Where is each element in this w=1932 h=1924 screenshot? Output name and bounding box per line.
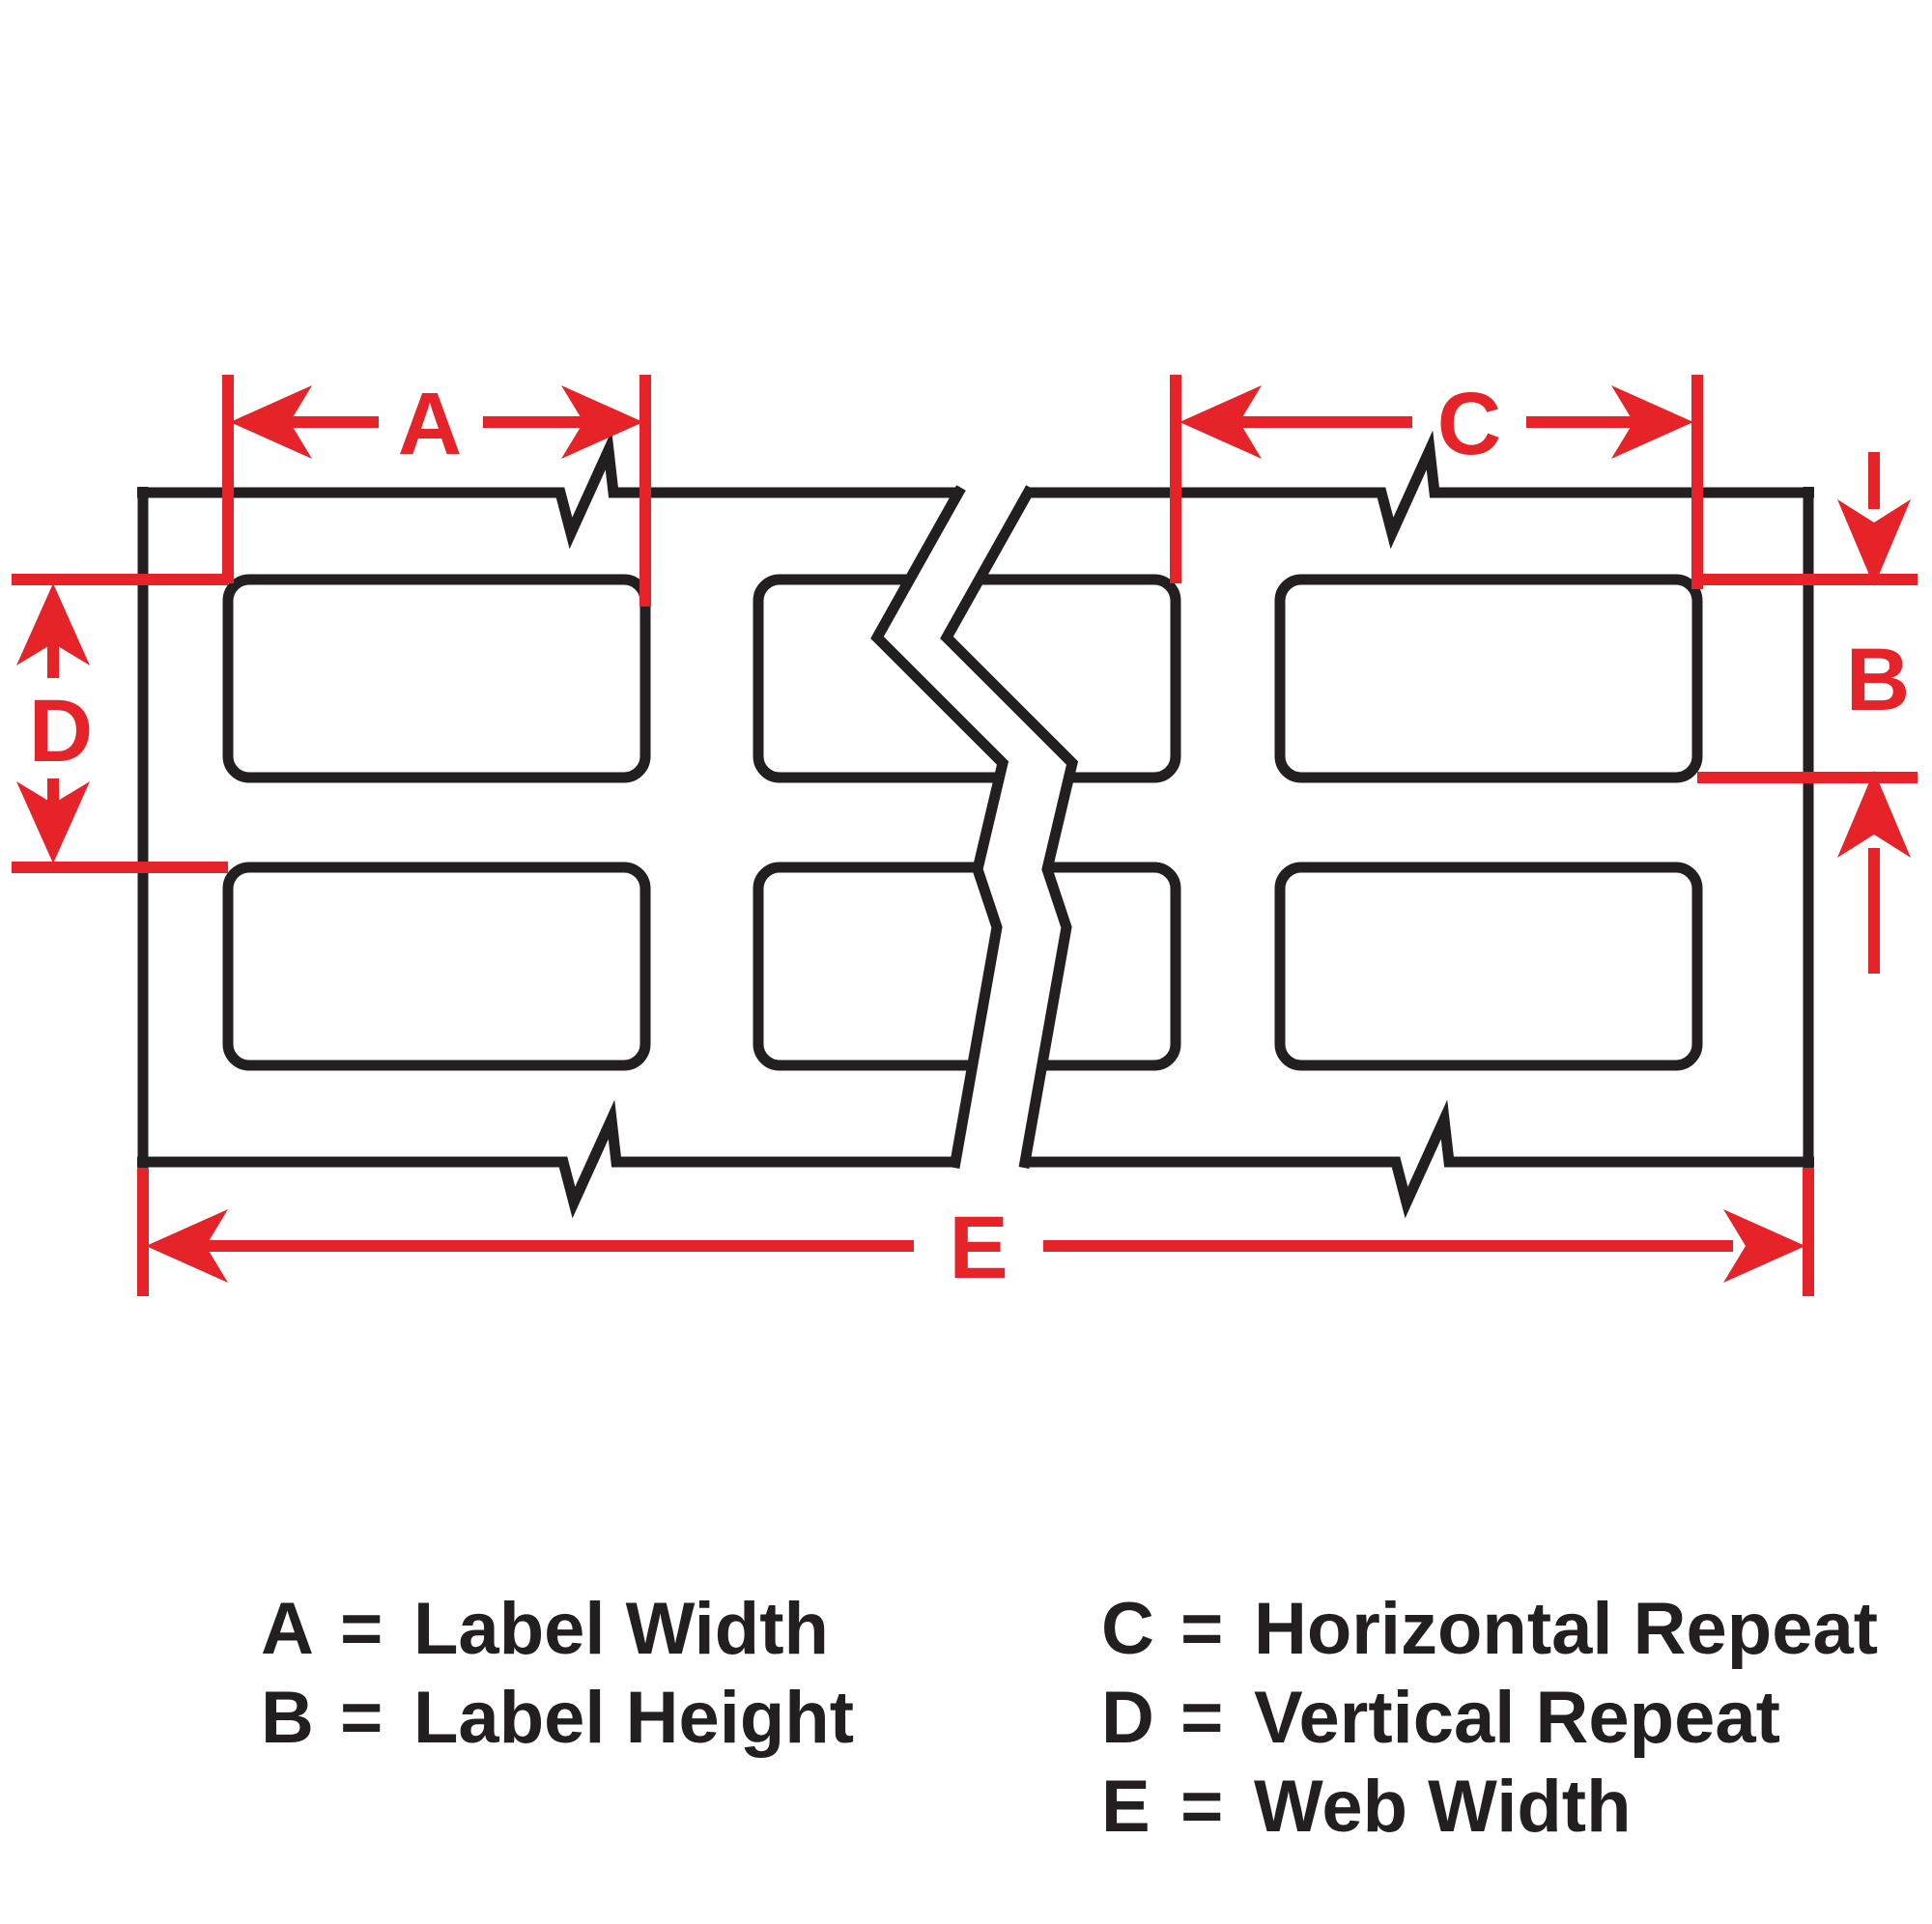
- dim-b-letter: B: [1846, 631, 1910, 729]
- legend-line-c: C = Horizontal Repeat: [1101, 1588, 1878, 1670]
- label-sticker: [222, 862, 651, 1071]
- dim-a-arrowhead-left: [230, 385, 312, 459]
- label-sticker: [222, 574, 651, 783]
- dim-d-arrowhead-up: [16, 583, 90, 665]
- web-break-line-left: [870, 485, 1009, 1169]
- web-break-band: [877, 478, 1072, 1174]
- dim-c: C: [1170, 375, 1703, 589]
- dim-d-letter: D: [29, 682, 93, 780]
- dim-b: B: [1697, 452, 1918, 974]
- dim-d-arrowhead-down: [16, 781, 90, 863]
- legend-line-a: A = Label Width: [261, 1588, 829, 1670]
- dim-e-arrowhead-right: [1723, 1209, 1805, 1283]
- legend-line-d: D = Vertical Repeat: [1101, 1677, 1780, 1759]
- dim-e-letter: E: [949, 1199, 1008, 1297]
- dim-b-arrowhead-down: [1837, 499, 1911, 586]
- dim-e-arrowhead-left: [146, 1209, 228, 1283]
- legend-line-e: E = Web Width: [1101, 1766, 1632, 1848]
- web-break-line-right: [940, 485, 1079, 1169]
- dim-c-arrowhead-right: [1611, 385, 1693, 459]
- legend: A = Label Width B = Label Height C = Hor…: [261, 1588, 1878, 1848]
- label-sticker: [753, 862, 1181, 1071]
- label-sticker: [1274, 574, 1703, 783]
- dim-a-letter: A: [398, 375, 462, 473]
- label-sticker: [1274, 862, 1703, 1071]
- dim-e: E: [137, 1168, 1814, 1297]
- dim-a-arrowhead-right: [561, 385, 643, 459]
- dim-d: D: [12, 574, 228, 873]
- web-break: [870, 478, 1079, 1174]
- dim-b-arrowhead-up: [1837, 771, 1911, 858]
- dim-c-arrowhead-left: [1179, 385, 1262, 459]
- dim-a: A: [222, 375, 651, 607]
- dim-c-letter: C: [1437, 375, 1501, 473]
- legend-line-b: B = Label Height: [261, 1677, 854, 1759]
